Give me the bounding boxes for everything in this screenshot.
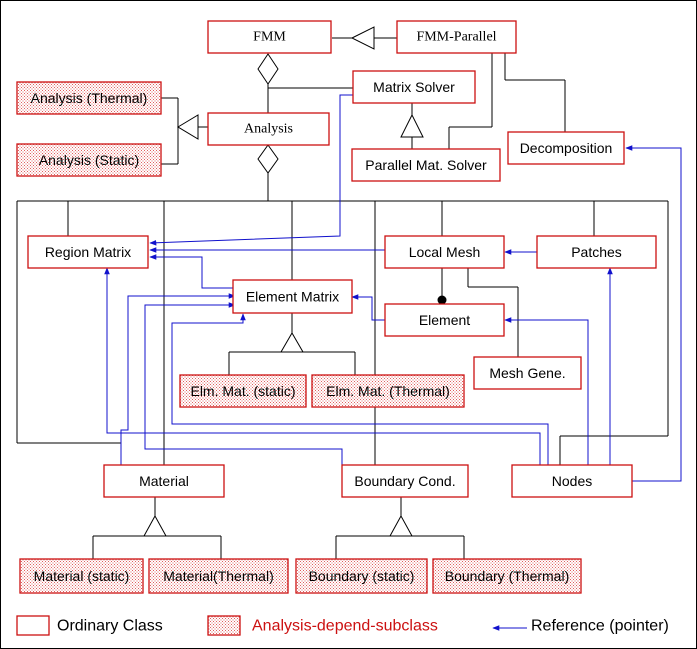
class-analysis-thermal-label: Analysis (Thermal)	[31, 90, 148, 106]
aggregation-diamond-analysis	[257, 144, 279, 174]
class-element-matrix-label: Element Matrix	[246, 289, 339, 305]
uml-markers	[143, 26, 447, 537]
class-analysis: Analysis	[207, 112, 330, 146]
class-boundary-cond-label: Boundary Cond.	[354, 473, 455, 489]
class-region-matrix: Region Matrix	[27, 235, 149, 269]
class-mesh-gene-label: Mesh Gene.	[489, 365, 565, 381]
aggregation-diamond-fmm	[257, 53, 279, 85]
class-element-label: Element	[419, 312, 470, 328]
inheritance-triangle-fmm	[350, 26, 375, 50]
class-analysis-thermal: Analysis (Thermal)	[16, 81, 162, 115]
legend-dependent-label: Analysis-depend-subclass	[252, 618, 438, 635]
class-patches: Patches	[536, 235, 657, 269]
legend-ordinary-swatch	[16, 615, 50, 636]
inheritance-triangle-elm-mat	[280, 332, 304, 353]
class-mesh-gene: Mesh Gene.	[473, 356, 582, 390]
class-matrix-solver: Matrix Solver	[352, 70, 476, 104]
legend-ordinary-label: Ordinary Class	[57, 618, 163, 635]
class-patches-label: Patches	[571, 244, 622, 260]
class-matrix-solver-label: Matrix Solver	[373, 79, 455, 95]
class-fmm-parallel-label: FMM-Parallel	[416, 30, 496, 45]
class-fmm-label: FMM	[253, 30, 286, 45]
class-material-thermal: Material(Thermal)	[148, 558, 289, 594]
class-fmm-parallel: FMM-Parallel	[396, 20, 517, 54]
class-material-static-label: Material (static)	[34, 568, 130, 584]
class-nodes-label: Nodes	[552, 473, 592, 489]
inheritance-triangle-material	[143, 514, 167, 537]
class-boundary-static-label: Boundary (static)	[309, 568, 415, 584]
class-element: Element	[384, 303, 505, 337]
class-boundary-static: Boundary (static)	[295, 558, 428, 594]
class-local-mesh-label: Local Mesh	[409, 244, 481, 260]
class-material-static: Material (static)	[19, 558, 144, 594]
class-material: Material	[103, 464, 225, 498]
class-local-mesh: Local Mesh	[384, 235, 505, 269]
class-parallel-mat-solver: Parallel Mat. Solver	[351, 148, 501, 182]
class-material-thermal-label: Material(Thermal)	[163, 568, 273, 584]
class-elm-mat-static: Elm. Mat. (static)	[179, 374, 307, 408]
class-analysis-static: Analysis (Static)	[16, 143, 162, 177]
class-element-matrix: Element Matrix	[232, 279, 353, 314]
class-decomposition: Decomposition	[507, 131, 625, 165]
class-nodes: Nodes	[511, 464, 633, 498]
class-parallel-mat-solver-label: Parallel Mat. Solver	[365, 157, 487, 173]
class-boundary-thermal: Boundary (Thermal)	[432, 558, 582, 594]
class-elm-mat-thermal: Elm. Mat. (Thermal)	[311, 374, 465, 408]
class-analysis-static-label: Analysis (Static)	[39, 152, 139, 168]
legend: Ordinary Class Analysis-depend-subclass …	[16, 615, 669, 636]
composition-dot-element	[437, 295, 447, 305]
class-boundary-cond: Boundary Cond.	[341, 464, 469, 498]
inheritance-triangle-solver	[400, 113, 424, 138]
class-material-label: Material	[139, 473, 189, 489]
class-analysis-label: Analysis	[244, 122, 293, 137]
legend-reference-label: Reference (pointer)	[531, 618, 669, 635]
class-boundary-thermal-label: Boundary (Thermal)	[445, 568, 570, 584]
class-elm-mat-static-label: Elm. Mat. (static)	[190, 383, 295, 399]
class-region-matrix-label: Region Matrix	[45, 244, 131, 260]
class-decomposition-label: Decomposition	[520, 140, 613, 156]
legend-dependent-swatch	[207, 615, 241, 636]
inheritance-triangle-boundary	[389, 514, 413, 537]
class-fmm: FMM	[207, 20, 332, 54]
class-elm-mat-thermal-label: Elm. Mat. (Thermal)	[326, 383, 450, 399]
inheritance-triangle-analysis	[177, 114, 199, 140]
